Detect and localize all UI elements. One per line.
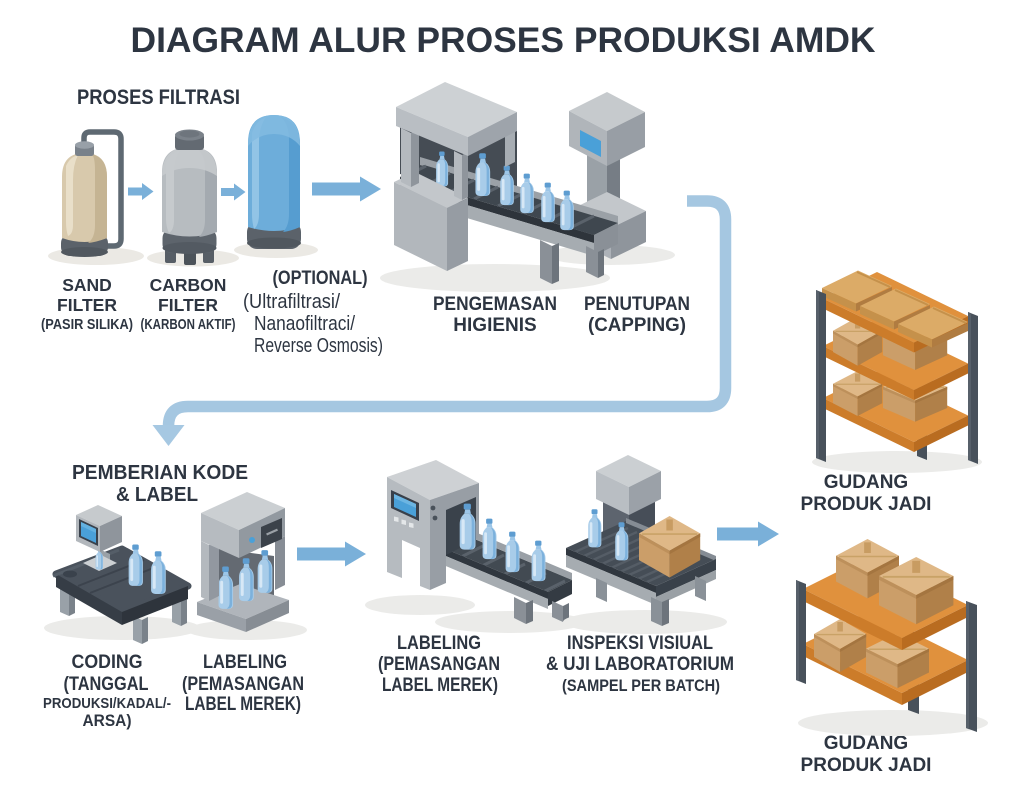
svg-text:GUDANG: GUDANG — [824, 472, 908, 493]
svg-text:Nanaofiltraci/: Nanaofiltraci/ — [254, 312, 355, 335]
svg-text:PENUTUPAN: PENUTUPAN — [584, 294, 690, 315]
svg-text:CARBON: CARBON — [150, 275, 227, 295]
svg-text:(CAPPING): (CAPPING) — [588, 315, 686, 336]
svg-text:INSPEKSI VISIUAL: INSPEKSI VISIUAL — [567, 633, 713, 654]
svg-text:PROSES FILTRASI: PROSES FILTRASI — [77, 86, 240, 109]
svg-text:DIAGRAM ALUR PROSES PRODUKSI A: DIAGRAM ALUR PROSES PRODUKSI AMDK — [131, 20, 876, 60]
svg-text:HIGIENIS: HIGIENIS — [453, 315, 536, 336]
svg-text:PENGEMASAN: PENGEMASAN — [433, 294, 557, 315]
svg-text:LABEL MEREK): LABEL MEREK) — [382, 675, 498, 696]
svg-text:FILTER: FILTER — [158, 295, 218, 315]
svg-text:& UJI LABORATORIUM: & UJI LABORATORIUM — [546, 654, 734, 675]
svg-text:(PEMASANGAN: (PEMASANGAN — [182, 674, 304, 695]
svg-text:(KARBON AKTIF): (KARBON AKTIF) — [141, 316, 236, 333]
svg-text:LABEL MEREK): LABEL MEREK) — [185, 694, 301, 715]
svg-text:(PEMASANGAN: (PEMASANGAN — [378, 654, 500, 675]
svg-text:PRODUK JADI: PRODUK JADI — [801, 755, 932, 776]
svg-text:LABELING: LABELING — [203, 652, 287, 673]
svg-text:(TANGGAL: (TANGGAL — [64, 674, 149, 695]
svg-text:& LABEL: & LABEL — [116, 483, 198, 506]
svg-text:FILTER: FILTER — [57, 295, 117, 315]
svg-text:LABELING: LABELING — [397, 633, 481, 654]
svg-text:(OPTIONAL): (OPTIONAL) — [273, 267, 368, 289]
svg-text:Reverse Osmosis): Reverse Osmosis) — [254, 334, 383, 357]
svg-text:PEMBERIAN KODE: PEMBERIAN KODE — [72, 461, 248, 484]
svg-text:ARSA): ARSA) — [83, 711, 132, 730]
svg-text:CODING: CODING — [72, 652, 143, 673]
svg-text:(Ultrafiltrasi/: (Ultrafiltrasi/ — [243, 290, 340, 313]
svg-text:(SAMPEL PER BATCH): (SAMPEL PER BATCH) — [562, 677, 720, 695]
svg-text:PRODUK JADI: PRODUK JADI — [801, 494, 932, 515]
svg-text:SAND: SAND — [62, 275, 112, 295]
svg-text:GUDANG: GUDANG — [824, 733, 908, 754]
svg-text:PRODUKSI/KADAL/-: PRODUKSI/KADAL/- — [43, 695, 171, 712]
svg-text:(PASIR SILIKA): (PASIR SILIKA) — [41, 316, 133, 333]
